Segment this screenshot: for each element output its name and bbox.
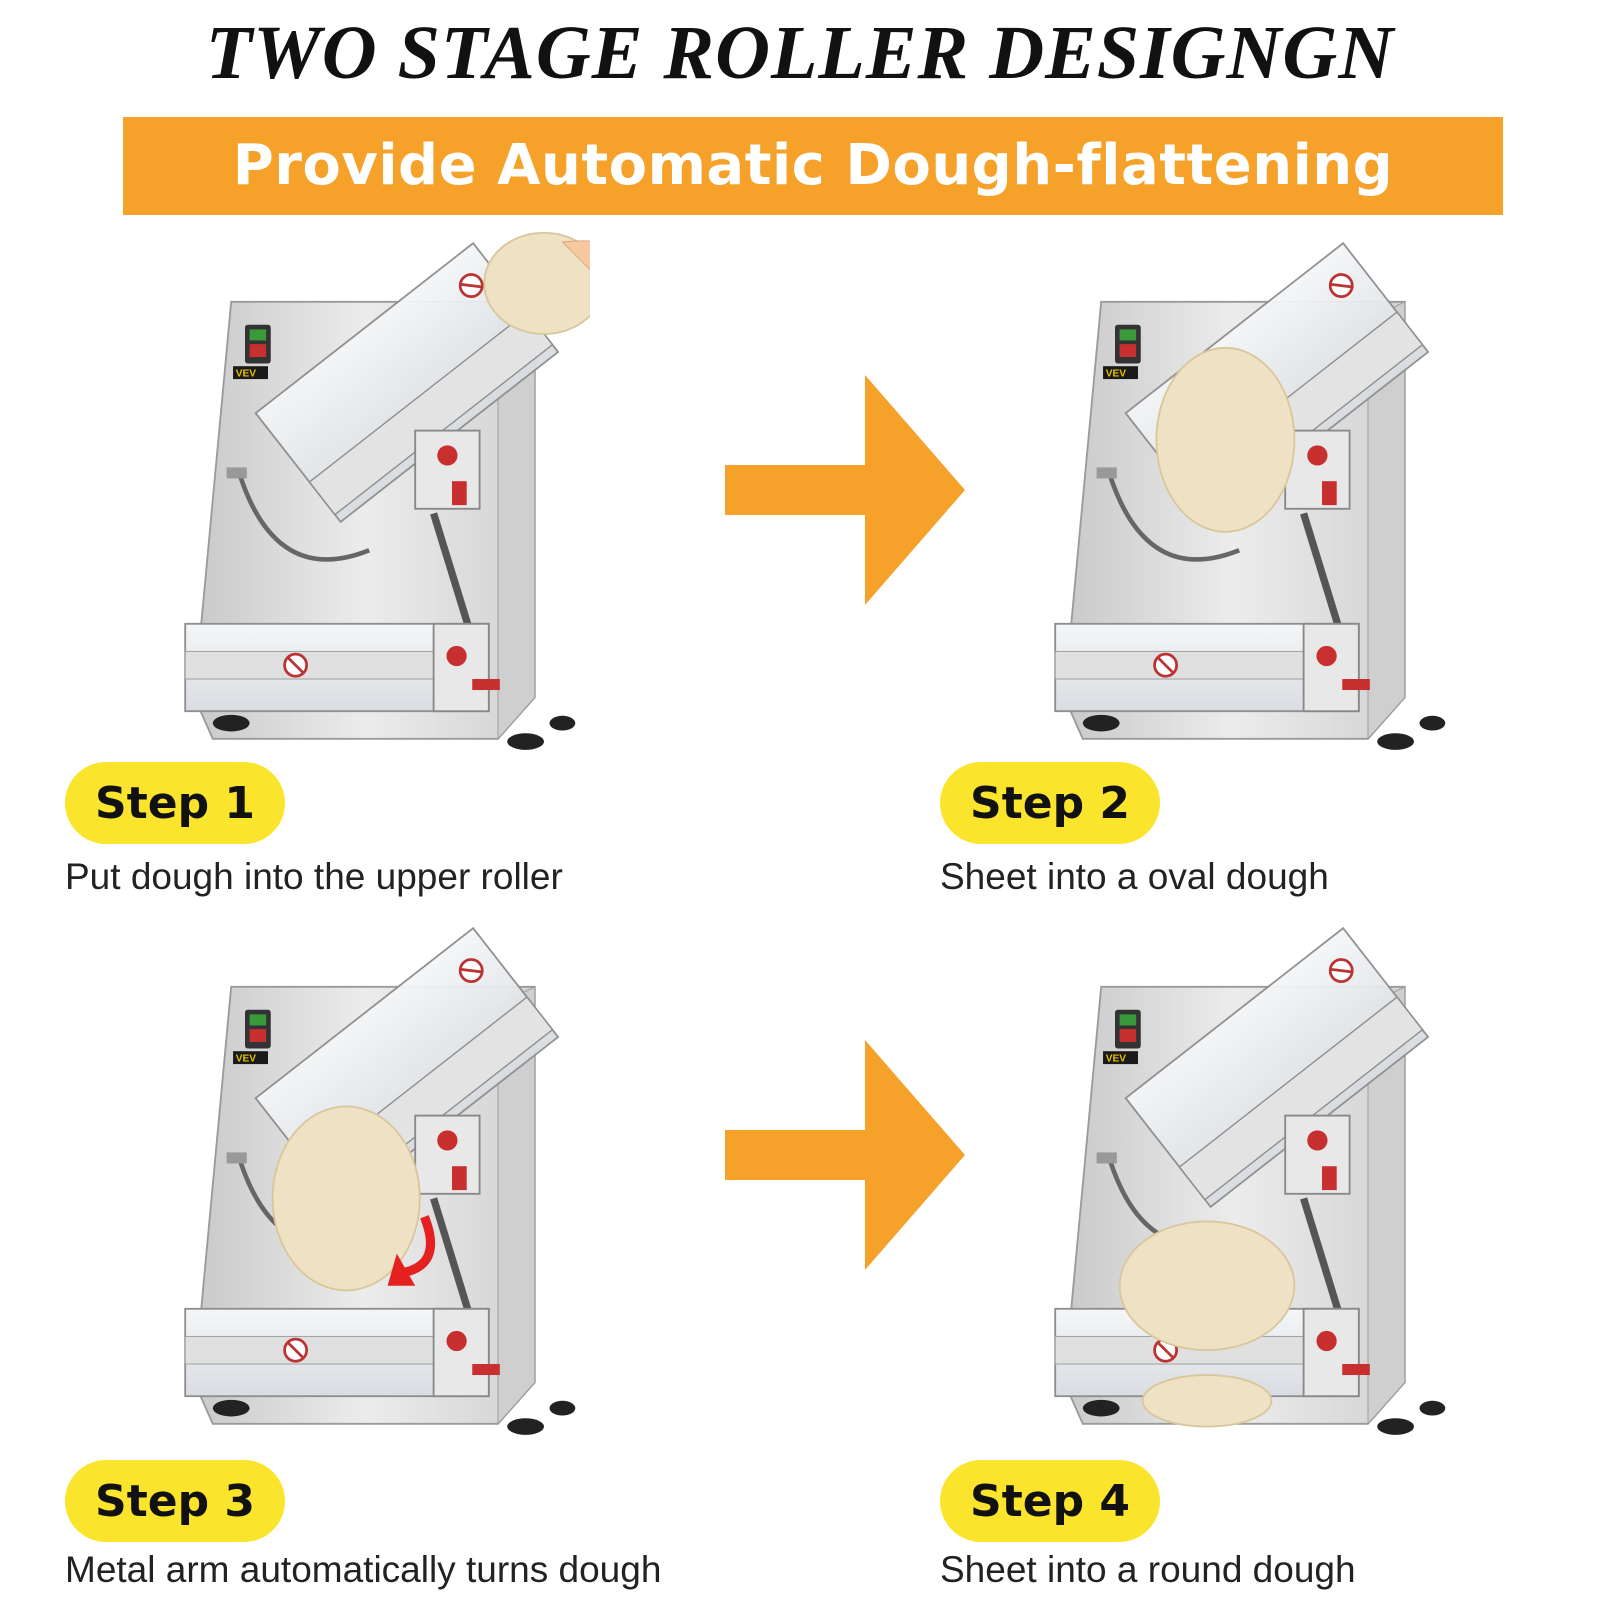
arrow-right-icon — [725, 1040, 965, 1270]
page-title: TWO STAGE ROLLER DESIGNGN — [205, 11, 1395, 95]
machine-step-1-image — [130, 231, 590, 775]
step-3-badge: Step 3 — [65, 1460, 285, 1542]
step-4-description: Sheet into a round dough — [940, 1549, 1356, 1590]
arrow-right-icon — [725, 375, 965, 605]
step-1-badge: Step 1 — [65, 762, 285, 844]
machine-step-2-image — [1000, 215, 1460, 775]
step-4-badge: Step 4 — [940, 1460, 1160, 1542]
step-2-label: Step 2 — [970, 777, 1130, 829]
step-3-label: Step 3 — [95, 1475, 255, 1527]
machine-step-3-image — [130, 900, 590, 1460]
banner-text: Provide Automatic Dough-flattening Proce… — [232, 133, 1394, 296]
machine-step-4-image — [1000, 900, 1460, 1460]
step-1-description: Put dough into the upper roller — [65, 856, 563, 897]
banner: Provide Automatic Dough-flattening Proce… — [123, 117, 1503, 296]
step-3-description: Metal arm automatically turns dough — [65, 1549, 662, 1590]
step-1-label: Step 1 — [95, 777, 255, 829]
step-2-description: Sheet into a oval dough — [940, 856, 1329, 897]
step-4-label: Step 4 — [970, 1475, 1130, 1527]
curved-arrow-icon — [404, 1215, 436, 1277]
step-2-badge: Step 2 — [940, 762, 1160, 844]
